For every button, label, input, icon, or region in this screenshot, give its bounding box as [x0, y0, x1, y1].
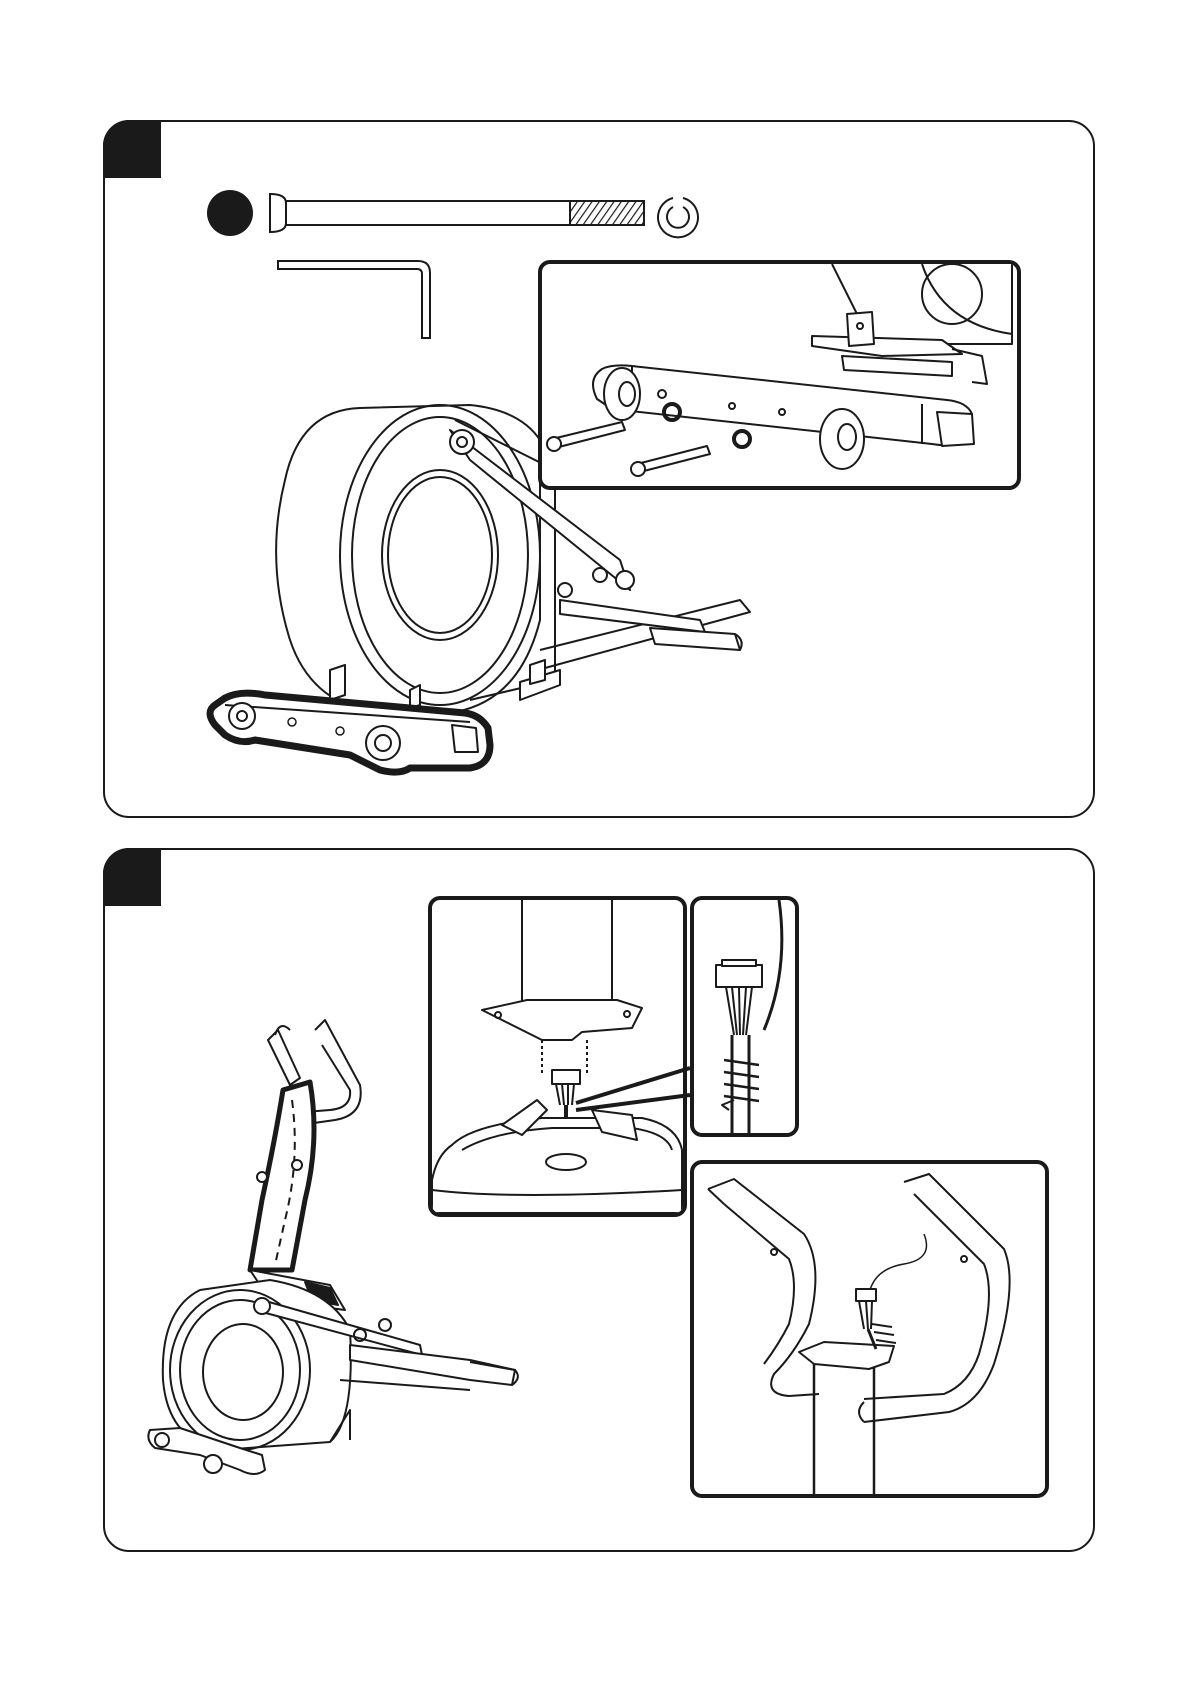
post-connection-detail — [428, 896, 687, 1217]
step-2-number-box — [103, 848, 161, 906]
handlebar-cable-drawing — [694, 1164, 1045, 1494]
rear-stabilizer-bolt-detail — [538, 260, 1021, 490]
stabilizer-detail-drawing — [542, 264, 1017, 486]
handlebar-cable-detail — [690, 1160, 1049, 1498]
post-connection-drawing — [432, 900, 683, 1213]
cable-connector-drawing — [694, 900, 795, 1133]
cable-connector-detail — [690, 896, 799, 1137]
step-1-number-box — [103, 120, 161, 178]
